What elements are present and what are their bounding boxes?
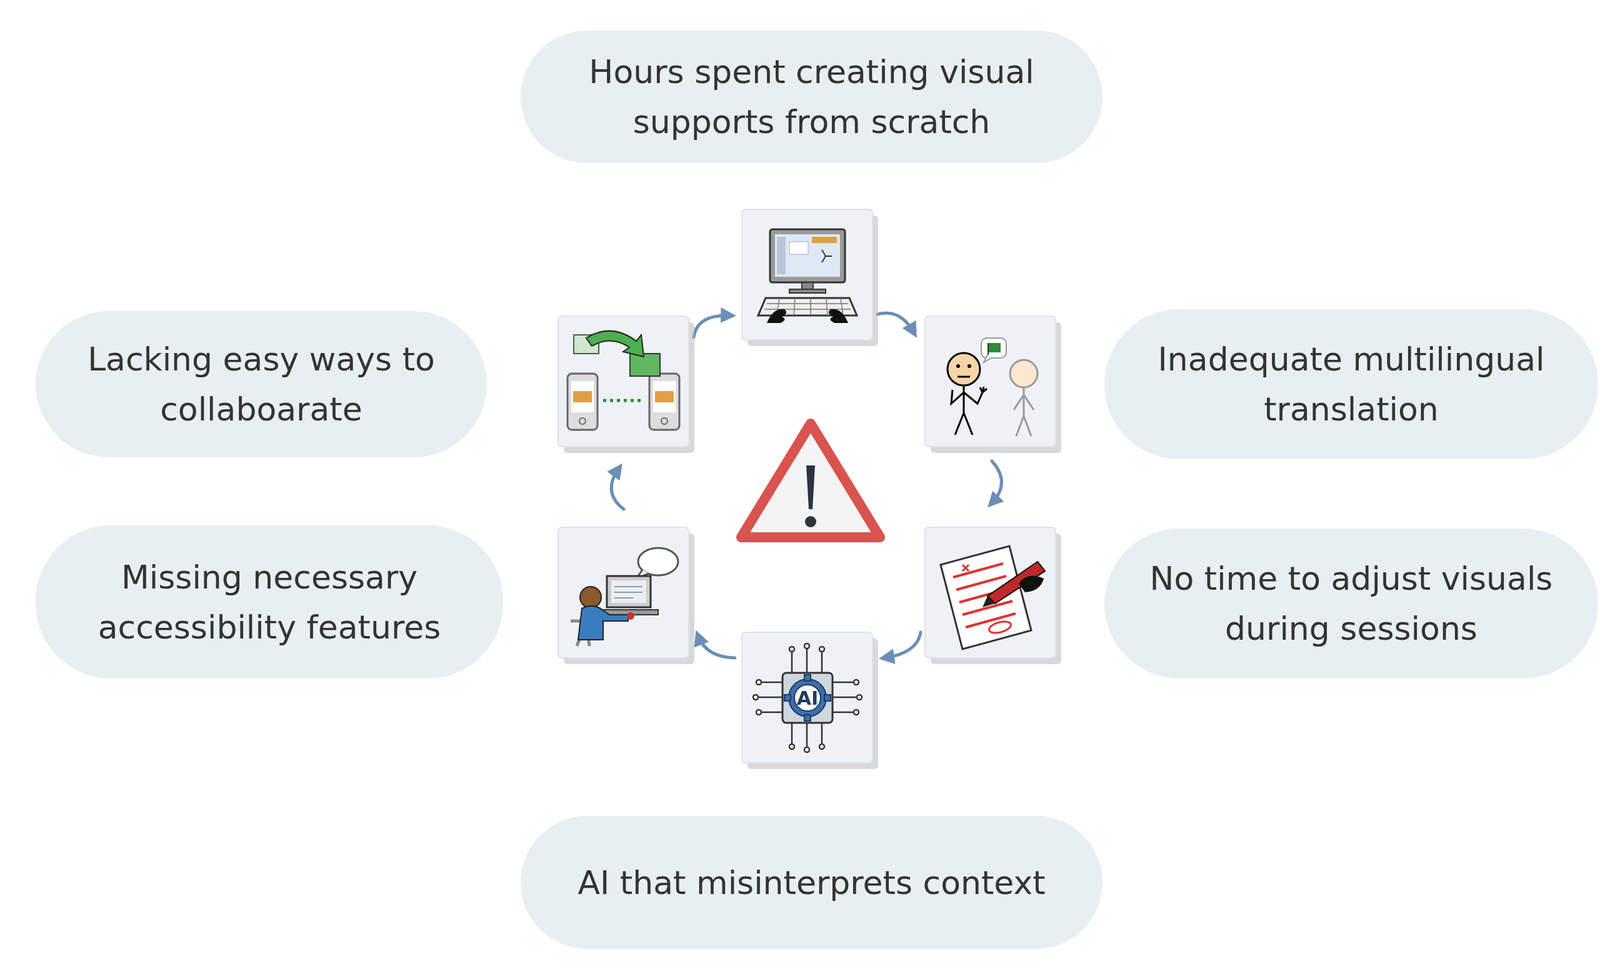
warning-triangle <box>741 423 880 538</box>
problem-text: AI that misinterprets context <box>577 858 1045 909</box>
problem-pill: Missing necessary accessibility features <box>35 525 504 679</box>
ai-chip-icon <box>741 632 879 770</box>
problem-pill: Lacking easy ways to collaboarate <box>35 311 487 458</box>
problem-text: Inadequate multilingual translation <box>1129 334 1574 435</box>
person-computer-icon <box>558 527 695 665</box>
problem-text: Hours spent creating visual supports fro… <box>545 46 1078 147</box>
chip-label: AI <box>796 687 819 710</box>
problem-pill: No time to adjust visuals during session… <box>1104 528 1599 679</box>
problem-pill: Inadequate multilingual translation <box>1104 309 1599 460</box>
edit-paper-icon <box>925 527 1062 665</box>
problem-pill: Hours spent creating visual supports fro… <box>520 30 1103 164</box>
phones-sharing-icon <box>558 316 695 454</box>
problem-text: Missing necessary accessibility features <box>60 552 479 653</box>
problem-text: Lacking easy ways to collaboarate <box>60 334 462 435</box>
problem-pill: AI that misinterprets context <box>520 816 1103 950</box>
problem-text: No time to adjust visuals during session… <box>1129 553 1574 654</box>
computer-icon <box>741 209 879 347</box>
people-talking-icon <box>925 316 1062 454</box>
